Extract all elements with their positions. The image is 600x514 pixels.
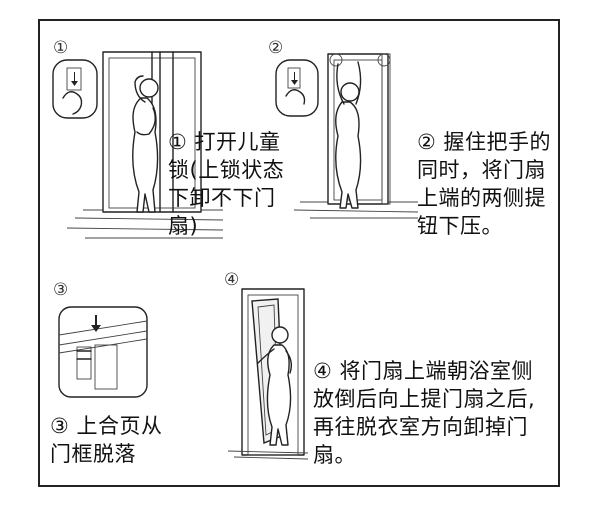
step1-number: ① xyxy=(53,38,69,58)
handle-inset xyxy=(275,59,319,117)
step2-illustration xyxy=(275,53,419,219)
step3-caption: ③ 上合页从 门框脱落 xyxy=(50,414,163,466)
person-figure xyxy=(335,61,362,209)
step4-illustration xyxy=(227,288,309,460)
top-button-left-marker xyxy=(329,53,343,67)
step2-number: ② xyxy=(268,38,284,58)
step4-caption: ④ 将门扇上端朝浴室侧 放倒后向上提门扇之后, 再往脱衣室方向卸掉门 扇。 xyxy=(313,359,536,467)
hinge-inset xyxy=(58,306,148,398)
step2-caption: ② 握住把手的 同时，将门扇 上端的两侧提 钮下压。 xyxy=(417,130,552,238)
step1-illustration xyxy=(52,51,224,239)
person-figure xyxy=(257,326,293,446)
person-figure xyxy=(132,75,159,213)
step4-number: ④ xyxy=(224,270,240,290)
top-button-right-marker xyxy=(377,53,391,67)
child-lock-inset xyxy=(52,59,98,119)
step3-illustration xyxy=(58,306,148,398)
step3-number: ③ xyxy=(53,280,69,300)
instruction-panel xyxy=(38,19,560,487)
step1-caption: ① 打开儿童 锁(上锁状态 下卸不下门 扇) xyxy=(168,130,285,238)
